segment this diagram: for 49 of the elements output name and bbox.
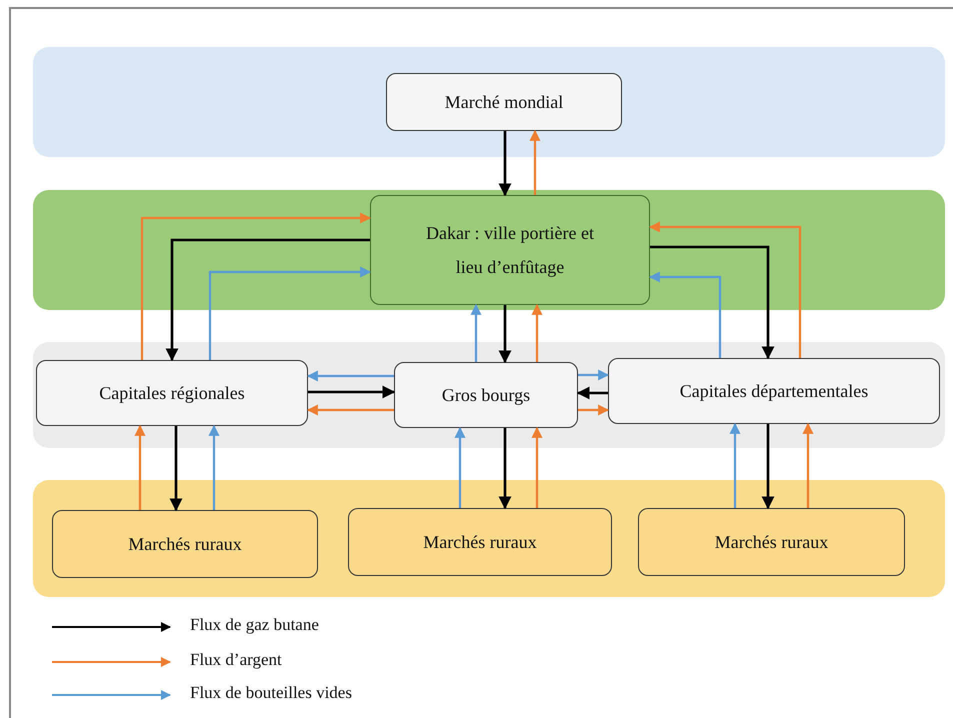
arrow xyxy=(762,424,774,510)
node-box xyxy=(608,358,940,424)
arrow xyxy=(576,386,608,400)
arrow xyxy=(650,246,774,360)
arrow xyxy=(802,422,814,508)
node-label: Capitales régionales xyxy=(99,382,245,405)
arrow xyxy=(208,266,372,360)
arrow xyxy=(166,238,370,362)
node-box xyxy=(348,508,612,576)
arrow xyxy=(308,386,396,398)
port-city-band xyxy=(33,190,945,310)
node-box xyxy=(36,360,308,426)
node-box xyxy=(394,362,578,428)
arrow xyxy=(530,130,540,195)
node-box xyxy=(386,73,622,131)
arrow xyxy=(648,272,722,358)
legend-label: Flux de bouteilles vides xyxy=(190,683,352,703)
arrow xyxy=(470,304,482,362)
arrow xyxy=(208,424,220,510)
node-label: Capitales départementales xyxy=(680,380,868,403)
arrow xyxy=(532,304,542,362)
node-label: Marchés ruraux xyxy=(128,532,242,556)
node-box xyxy=(52,510,318,578)
arrow xyxy=(532,426,542,508)
arrow xyxy=(134,424,146,510)
node-label: Gros bourgs xyxy=(442,384,530,407)
arrow xyxy=(140,212,372,360)
arrow xyxy=(454,426,466,508)
rural-band xyxy=(33,480,945,597)
arrow xyxy=(578,404,610,416)
arrow xyxy=(170,426,182,512)
legend-label: Flux de gaz butane xyxy=(190,615,319,635)
arrow xyxy=(306,404,394,416)
world-band xyxy=(33,47,945,157)
arrow xyxy=(498,428,512,510)
node-label: Marché mondial xyxy=(444,90,564,114)
node-label: Marchés ruraux xyxy=(423,530,537,554)
arrow xyxy=(730,422,740,508)
arrow xyxy=(498,131,512,196)
arrow xyxy=(578,370,610,380)
arrow xyxy=(498,305,512,364)
legend-label: Flux d’argent xyxy=(190,650,282,670)
arrow xyxy=(306,370,394,382)
arrow xyxy=(648,222,802,358)
towns-band xyxy=(33,342,945,448)
node-box xyxy=(638,508,905,576)
node-label: Marchés ruraux xyxy=(714,530,828,554)
node-label: Dakar : ville portière et lieu d’enfûtage xyxy=(425,222,595,279)
node-box xyxy=(370,195,650,305)
